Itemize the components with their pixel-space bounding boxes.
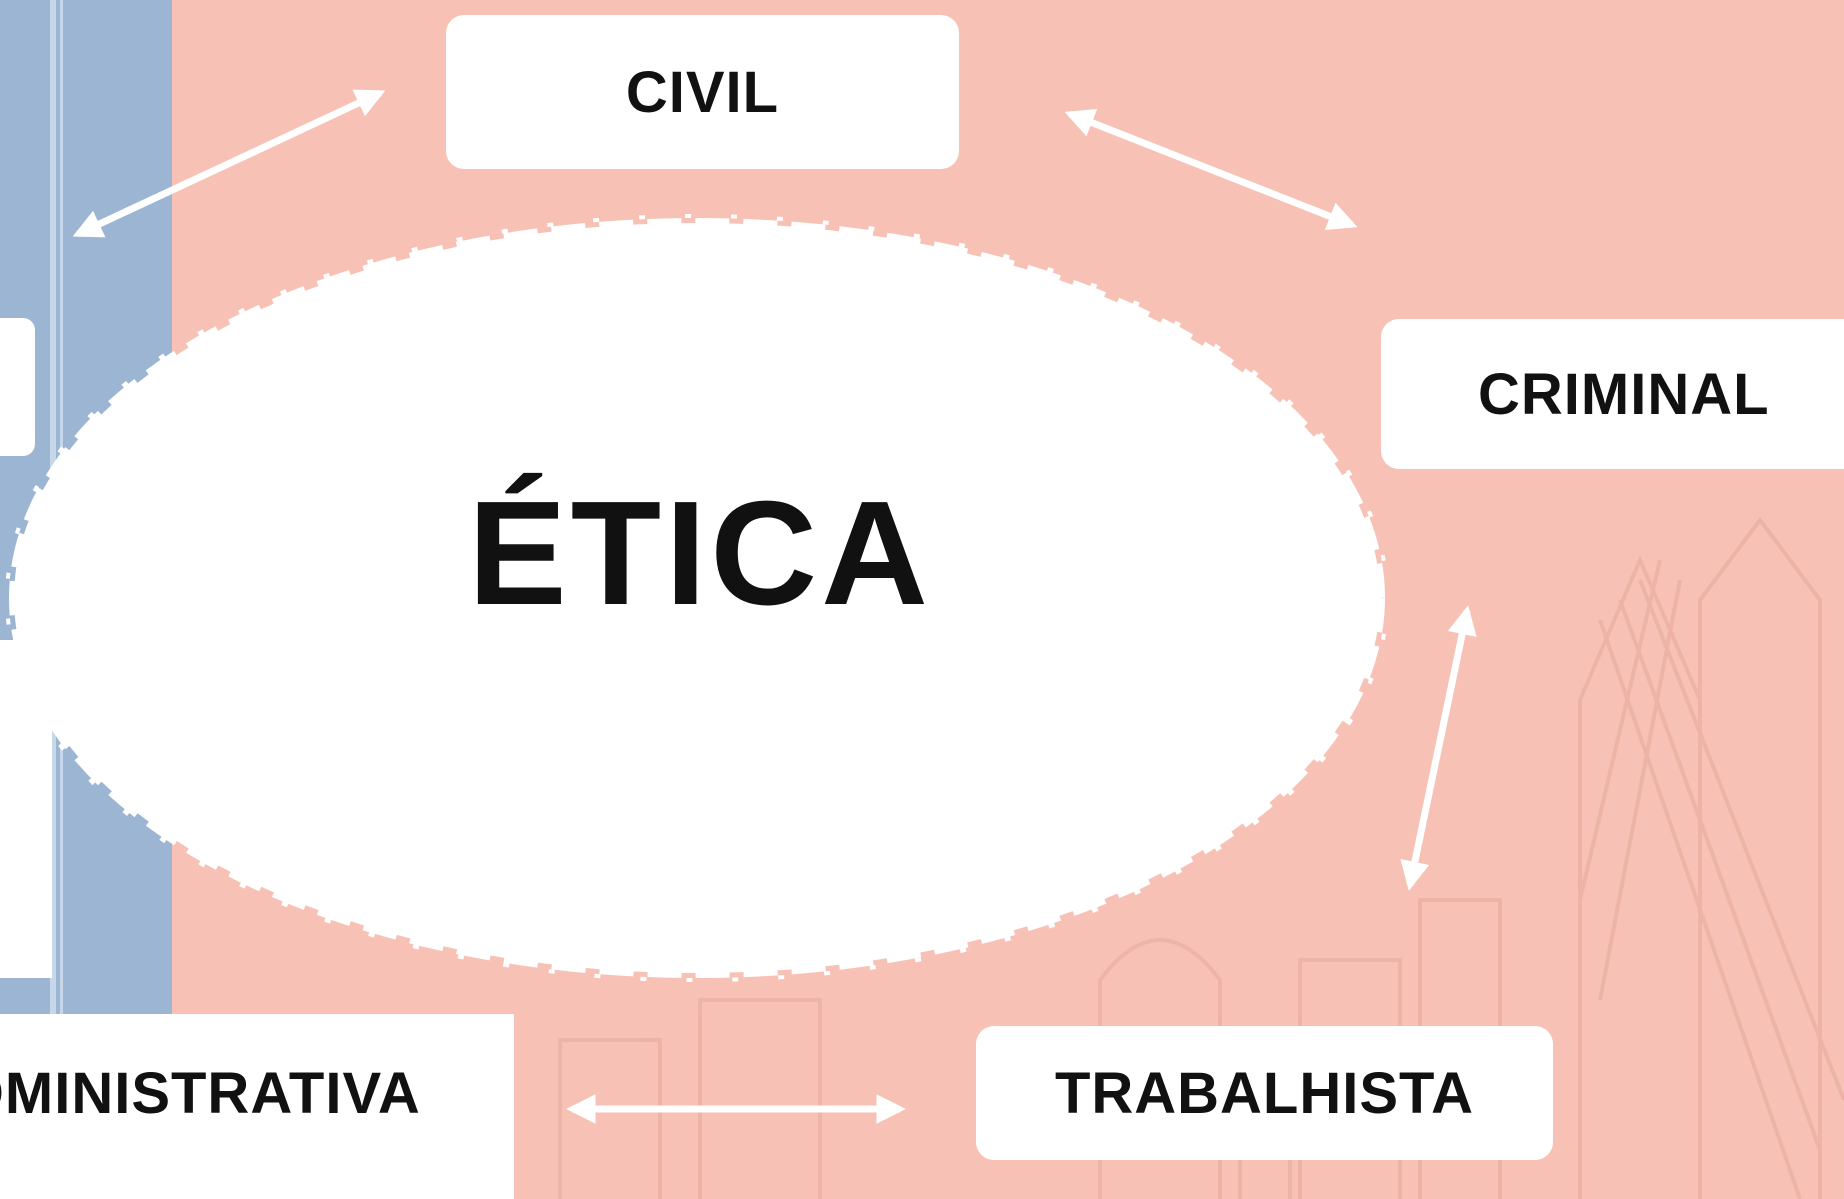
arrow-civil-criminal [1064,108,1358,231]
arrow-criminal-trabalhista [1400,605,1477,891]
box-civil: CIVIL [446,15,959,169]
label-trabalhista: TRABALHISTA [1054,1060,1475,1126]
box-administrativa [0,1014,514,1199]
left-partial-box [0,318,35,456]
arrow-civil-administrativa [72,89,386,238]
center-title-etica: ÉTICA [468,471,932,636]
box-criminal: CRIMINAL [1381,319,1844,469]
label-criminal: CRIMINAL [1478,361,1770,427]
ethics-ellipse [9,218,1385,978]
box-trabalhista: TRABALHISTA [976,1026,1553,1160]
label-civil: CIVIL [625,59,780,125]
label-administrativa: DMINISTRATIVA [0,1061,421,1126]
